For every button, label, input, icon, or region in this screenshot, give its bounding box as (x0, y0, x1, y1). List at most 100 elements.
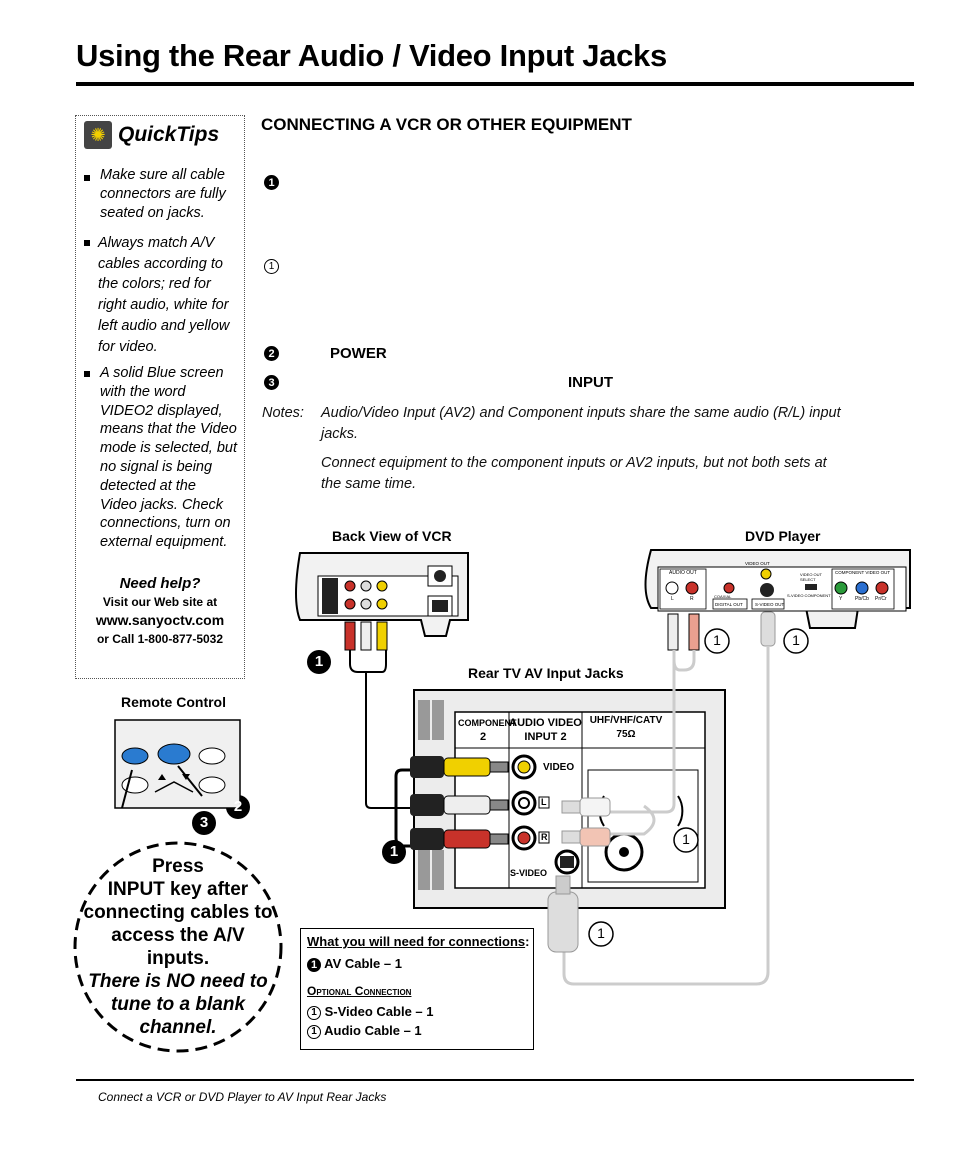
note-1-line: jacks. (321, 426, 359, 442)
press-line: access the A/V inputs. (111, 925, 245, 969)
input-keyword: INPUT (568, 374, 613, 391)
tip-3-line: A solid Blue screen (100, 365, 224, 381)
tip-3-line: mode is selected, but (100, 440, 238, 457)
dvd-y-label: Y (839, 596, 843, 602)
dvd-pr-label: Pr/Cr (875, 596, 887, 602)
optional-connection-heading: Optional Connection (307, 984, 412, 998)
dvd-coaxial-label: COAXIAL (714, 594, 732, 599)
dvd-pb-label: Pb/Cb (855, 596, 869, 602)
tip-3: A solid Blue screen with the word VIDEO2… (100, 364, 237, 552)
remote-label: Remote Control (121, 694, 226, 710)
audio-cable-marker: 1 (307, 1024, 321, 1039)
tip-2-line: right audio, white for (98, 297, 229, 314)
step-3-marker: 3 (264, 375, 279, 390)
help-url-link[interactable]: www.sanyoctv.com (95, 612, 225, 628)
section-heading: CONNECTING A VCR OR OTHER EQUIPMENT (261, 115, 632, 134)
svideo-cable-text: S-Video Cable – 1 (324, 1004, 434, 1019)
rca-plugs-tv (410, 756, 509, 850)
dvd-svideo-component-label: S-VIDEO COMPONENT (787, 593, 831, 598)
footer-caption: Connect a VCR or DVD Player to AV Input … (98, 1090, 387, 1104)
audio-cable-text: Audio Cable – 1 (324, 1023, 422, 1038)
note-1: Audio/Video Input (AV2) and Component in… (321, 403, 911, 445)
tv-input2-label: INPUT 2 (524, 731, 567, 743)
optional-step-marker: 1 (264, 259, 279, 274)
notes-label: Notes: (262, 405, 304, 421)
tv-label: Rear TV AV Input Jacks (468, 665, 624, 681)
bullet-icon (84, 175, 90, 181)
dvd-r-label: R (690, 596, 694, 602)
tip-2-line: cables according to (98, 255, 223, 272)
tip-1-line: seated on jacks. (100, 205, 205, 221)
av-cable-text: AV Cable – 1 (324, 956, 402, 971)
tip-2-line: Always match A/V (98, 235, 215, 251)
quicktips-header: ✺ QuickTips (84, 121, 219, 149)
tip-2-line: for video. (98, 338, 158, 355)
title-rule (76, 82, 914, 86)
remote-step-3-marker: 3 (199, 814, 209, 831)
dvd-svideo-optional-marker: 1 (792, 632, 800, 648)
tip-3-line: means that the Video (100, 421, 237, 438)
dvd-audio-optional-marker: 1 (713, 632, 721, 648)
tip-1-line: connectors are fully (100, 186, 226, 202)
step-2-marker: 2 (264, 346, 279, 361)
tip-3-line: external equipment. (100, 534, 228, 551)
bullet-icon (84, 371, 90, 377)
help-phone: or Call 1-800-877-5032 (96, 632, 224, 646)
note-1-line: Audio/Video Input (AV2) and Component in… (321, 405, 841, 421)
press-note-line: tune to a blank (110, 994, 246, 1015)
press-note-line: There is NO need to (88, 971, 268, 992)
lightbulb-icon: ✺ (84, 121, 112, 149)
step-1-marker: 1 (264, 175, 279, 190)
tip-2-line: the colors; red for (98, 276, 211, 293)
tv-component-number: 2 (479, 731, 487, 743)
av-cable-vcr (344, 621, 412, 848)
requirements-title-row: What you will need for connections: (307, 934, 529, 949)
remote-control (114, 719, 241, 809)
dvd-l-label: L (671, 596, 674, 602)
tv-l-jack-label: L (541, 797, 547, 807)
diagram-markers (192, 628, 809, 947)
press-instruction: Press INPUT key after connecting cables … (78, 855, 278, 970)
tv-audio-video-label: AUDIO VIDEO (509, 717, 582, 729)
press-callout-circle (73, 841, 283, 1053)
dvd-video-out-label: VIDEO OUT (745, 561, 770, 566)
dvd-label: DVD Player (745, 528, 821, 544)
tip-3-line: detected at the (100, 477, 196, 494)
press-line: Press (152, 856, 204, 877)
tv-uhf-label: UHF/VHF/CATV (589, 715, 663, 726)
svideo-cable-marker: 1 (307, 1005, 321, 1020)
tip-2-line: left audio and yellow (98, 317, 230, 334)
quicktips-title: QuickTips (118, 123, 220, 146)
tv-r-jack-label: R (541, 832, 548, 842)
tv-component-label: COMPONENT (458, 718, 517, 728)
dvd-back-panel (644, 549, 911, 629)
quicktips-box: ✺ QuickTips Make sure all cable connecto… (75, 115, 245, 679)
dvd-video-out-select-label: VIDEO OUT SELECT (800, 572, 822, 582)
tip-1-line: Make sure all cable (100, 167, 225, 183)
note-2-line: Connect equipment to the component input… (321, 455, 827, 471)
note-2-line: the same time. (321, 476, 417, 492)
requirements-colon: : (525, 934, 530, 949)
power-keyword: POWER (330, 345, 387, 362)
av-cable-marker: 1 (307, 957, 321, 972)
remote-step-2-marker: 2 (233, 798, 243, 815)
tv-step-1-marker: 1 (389, 843, 399, 860)
press-note-line: channel. (139, 1017, 217, 1038)
audio-cable-item: 1 Audio Cable – 1 (307, 1023, 422, 1039)
optional-cables-dvd (547, 611, 776, 986)
dvd-svideo-out-label: S-VIDEO OUT (755, 602, 785, 607)
vcr-back-panel (295, 552, 469, 637)
tip-3-line: connections, turn on (100, 515, 231, 532)
page-title: Using the Rear Audio / Video Input Jacks (76, 38, 667, 73)
press-line: INPUT key after (107, 879, 249, 900)
dvd-audio-out-label: AUDIO OUT (669, 570, 697, 576)
tv-video-jack-label: VIDEO (543, 762, 575, 773)
help-title: Need help? (119, 575, 201, 592)
dvd-digital-out-label: DIGITAL OUT (715, 602, 743, 607)
vcr-step-1-marker: 1 (314, 653, 324, 670)
tv-svideo-optional-marker: 1 (597, 925, 605, 941)
tv-svideo-jack-label: S-VIDEO (510, 868, 548, 878)
tip-3-line: with the word (100, 383, 186, 400)
svideo-cable-item: 1 S-Video Cable – 1 (307, 1004, 433, 1020)
